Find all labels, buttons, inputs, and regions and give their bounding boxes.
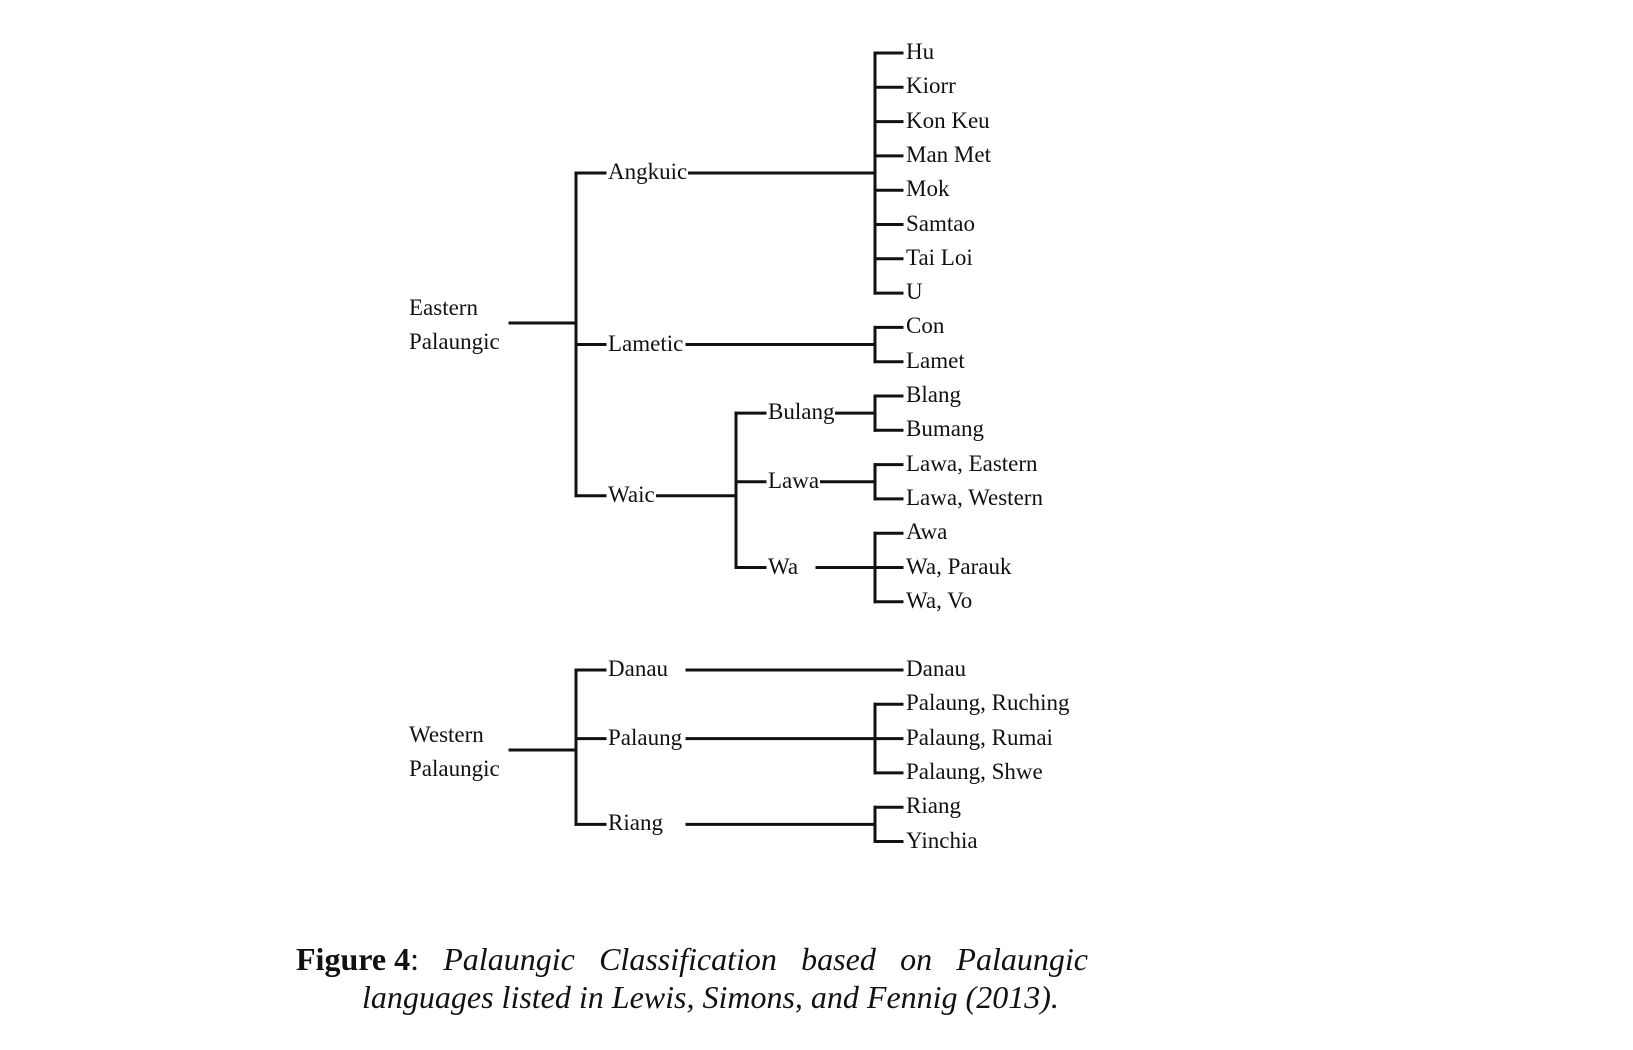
leaf-language: Bumang <box>905 416 1085 443</box>
leaf-language: Palaung, Shwe <box>905 758 1085 785</box>
root-group-label: Palaungic <box>409 756 500 781</box>
classification-tree <box>508 51 904 843</box>
caption-word: based <box>801 941 876 977</box>
caption-word: Palaungic <box>443 941 575 977</box>
leaf-language: Blang <box>905 382 1085 408</box>
leaf-language: Danau <box>905 656 1085 682</box>
figure-caption: Figure 4: Palaungic Classification based… <box>296 940 1088 1016</box>
branch-label: Riang <box>607 810 664 837</box>
leaf-language: Wa, Vo <box>905 587 1085 614</box>
branch-label: Danau <box>607 656 670 682</box>
subbranch-label: Bulang <box>767 399 836 426</box>
leaf-language: Yinchia <box>905 827 1085 854</box>
leaf-language: Riang <box>905 793 1085 820</box>
caption-lead: Figure 4: <box>296 940 419 978</box>
leaf-language: Wa, Parauk <box>905 553 1085 580</box>
caption-line-2: languages listed in Lewis, Simons, and F… <box>296 978 1088 1016</box>
subbranch-label: Wa <box>767 553 800 580</box>
leaf-language: Lawa, Eastern <box>905 450 1085 477</box>
leaf-language: Hu <box>905 39 1085 65</box>
branch-label: Angkuic <box>607 159 689 186</box>
leaf-language: Lawa, Western <box>905 484 1085 511</box>
caption-word: Classification <box>599 941 777 977</box>
branch-label: Lametic <box>607 330 685 357</box>
leaf-language: Kon Keu <box>905 107 1085 134</box>
leaf-language: Palaung, Ruching <box>905 690 1085 717</box>
branch-label: Palaung <box>607 724 684 751</box>
leaf-language: Awa <box>905 519 1085 546</box>
root-group-label: Eastern <box>409 295 478 320</box>
leaf-language: U <box>905 279 1085 306</box>
leaf-language: Tai Loi <box>905 244 1085 271</box>
branch-label: Waic <box>607 481 656 508</box>
subbranch-label: Lawa <box>767 467 821 494</box>
root-group-label: Palaungic <box>409 329 500 354</box>
figure-label: Figure 4 <box>296 941 411 977</box>
leaf-language: Lamet <box>905 347 1085 374</box>
caption-text: languages listed in Lewis, Simons, and F… <box>362 979 1059 1015</box>
leaf-language: Mok <box>905 176 1085 203</box>
caption-word: on <box>900 941 933 977</box>
caption-separator: : <box>410 941 419 977</box>
caption-word: Palaungic <box>956 941 1088 977</box>
leaf-language: Kiorr <box>905 73 1085 100</box>
root-group-label: Western <box>409 722 484 747</box>
caption-line-1: Figure 4: Palaungic Classification based… <box>296 940 1088 978</box>
leaf-language: Samtao <box>905 210 1085 237</box>
leaf-language: Man Met <box>905 141 1085 168</box>
leaf-language: Con <box>905 313 1085 340</box>
leaf-language: Palaung, Rumai <box>905 724 1085 751</box>
